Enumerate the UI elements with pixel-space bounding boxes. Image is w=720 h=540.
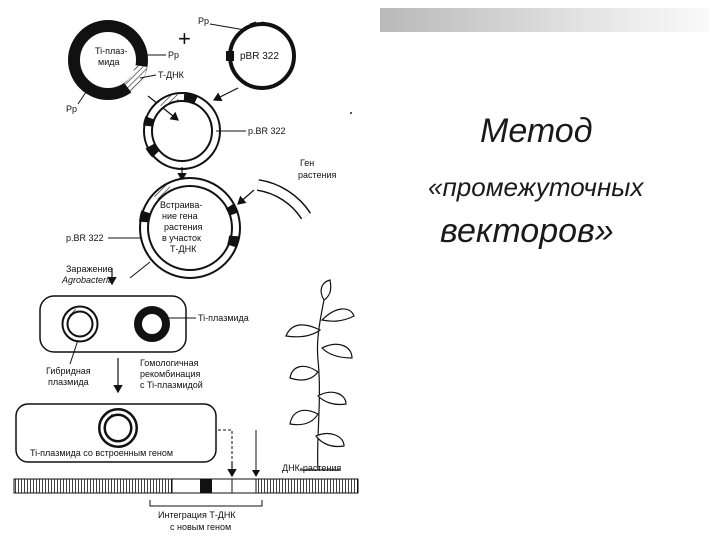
pr-top-pointer <box>209 23 246 31</box>
tdnk-label: T-ДНК <box>158 70 185 80</box>
homol-label-3: с Ti-плазмидой <box>140 380 203 390</box>
pbr322-left-label: p.BR 322 <box>66 233 104 243</box>
pr-label-left: Pp <box>66 104 77 114</box>
insert-label-2: ние гена <box>162 211 198 221</box>
insert-label-4: в участок <box>162 233 201 243</box>
hybrid-label-2: плазмида <box>48 377 89 387</box>
slide-title-bar <box>380 8 710 32</box>
agrobacteria-cell-1 <box>39 295 187 353</box>
integration-bracket <box>149 500 263 507</box>
agrobacteria-cell-2 <box>15 403 217 463</box>
infect-label-2: Agrobacteria <box>61 275 113 285</box>
hybrid-pointer <box>69 339 79 365</box>
title-line-2: «промежуточных <box>428 172 644 202</box>
infect-label-1: Заражение <box>66 264 112 274</box>
ti-plasmid-new-gene-ring <box>98 408 138 448</box>
hybrid-plasmid-ring <box>61 305 99 343</box>
arrow-integration-1 <box>218 429 233 476</box>
decorative-dot <box>350 112 352 114</box>
ti-plasmid-small-ring-1 <box>134 306 170 342</box>
pbr322-small-label: pBR 322 <box>240 51 279 62</box>
ti-plasmid-label: Ti-плазмида <box>198 313 249 323</box>
pbr322-small-ring <box>226 21 296 90</box>
pr-left-pointer-line <box>77 91 87 105</box>
tdnk-pointer-line <box>139 74 157 79</box>
dna-plant-label: ДНК-растения <box>282 463 341 473</box>
integration-label-1: Интеграция Т-ДНК <box>158 510 236 520</box>
arrow-gene-to-ring <box>237 189 255 205</box>
insert-label-1: Встраива- <box>160 200 202 210</box>
pr-label-top: Pp <box>198 16 209 26</box>
ti-plasmid-ring <box>68 20 148 100</box>
recombinant-ring <box>143 92 221 170</box>
insertion-ring <box>139 177 241 279</box>
ti-plasmid-label-1: Ti-плаз- <box>95 46 127 56</box>
homol-label-2: рекомбинация <box>140 369 200 379</box>
ti-plasmid-label-2: мида <box>98 57 119 67</box>
gene-label-2: растения <box>298 170 337 180</box>
plus-sign: + <box>178 26 191 51</box>
integration-label-2: с новым геном <box>170 522 231 532</box>
title-line-1: Метод <box>480 112 593 150</box>
ti-new-gene-label: Ti-плазмида со встроенным геном <box>30 448 173 458</box>
arrow-pbr-to-recomb <box>212 87 239 102</box>
plant-drawing <box>285 279 355 471</box>
homol-label-1: Гомологичная <box>140 358 199 368</box>
chromosome-bar <box>13 478 359 494</box>
pbr322-right-label: p.BR 322 <box>248 126 286 136</box>
insert-label-5: Т-ДНК <box>170 244 197 254</box>
infect-pointer <box>129 261 151 279</box>
hybrid-label-1: Гибридная <box>46 366 91 376</box>
gene-label-1: Ген <box>300 158 314 168</box>
pr-label: Pp <box>168 50 179 60</box>
insert-label-3: растения <box>164 222 203 232</box>
title-line-3: векторов» <box>440 212 614 250</box>
intermediate-vector-diagram: Ti-плаз- мида Pp + Pp T-ДНК Pp pBR 322 p… <box>13 16 359 532</box>
plant-gene-fragment <box>256 179 312 220</box>
